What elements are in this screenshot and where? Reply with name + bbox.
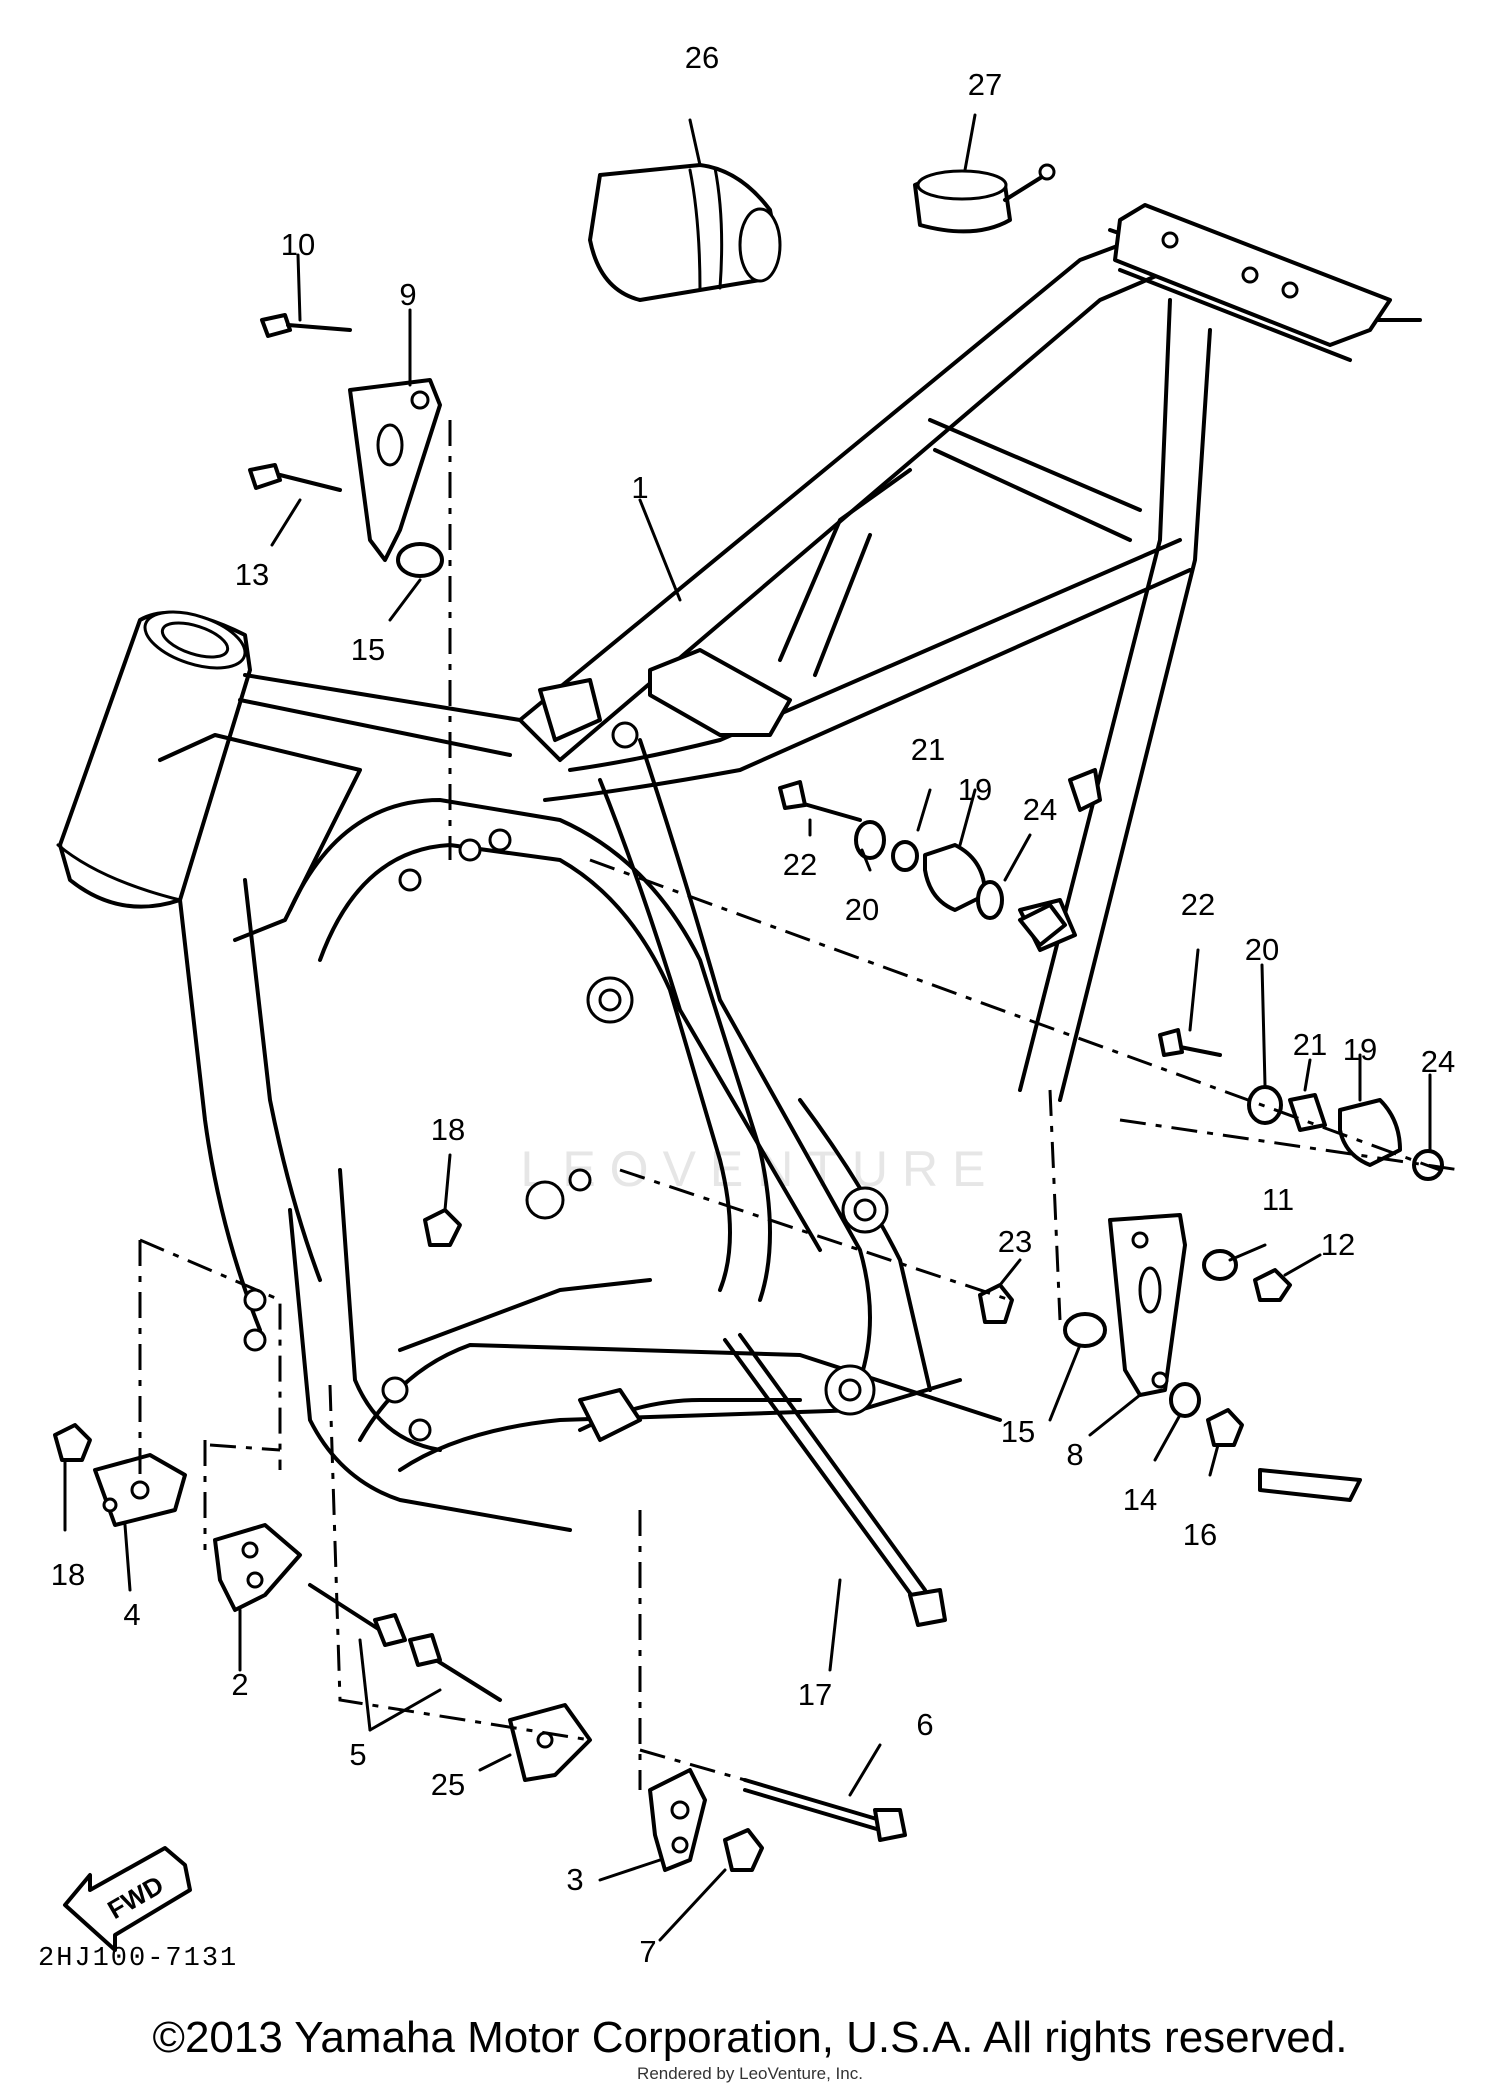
callout-4: 4 [123, 1597, 140, 1632]
nut-part-12 [1253, 1268, 1292, 1302]
callout-labels: 1234567891011121314151516171818191920202… [51, 40, 1455, 1969]
callout-13: 13 [235, 557, 269, 592]
bolts-part-5 [308, 1583, 502, 1702]
callout-18: 18 [431, 1112, 465, 1147]
callout-9: 9 [399, 277, 416, 312]
callout-5: 5 [349, 1737, 366, 1772]
bracket-part-9 [348, 378, 442, 562]
callout-24: 24 [1421, 1044, 1455, 1079]
callout-14: 14 [1123, 1482, 1157, 1517]
callout-25: 25 [431, 1767, 465, 1802]
washer-part-14 [1169, 1382, 1201, 1418]
leoventure-watermark: LEOVENTURE [520, 1141, 1000, 1197]
assembly-lines [138, 420, 1461, 1790]
callout-12: 12 [1321, 1227, 1355, 1262]
copyright-notice: ©2013 Yamaha Motor Corporation, U.S.A. A… [152, 2013, 1348, 2062]
washer-part-15-upper [396, 542, 444, 578]
callout-23: 23 [998, 1224, 1032, 1259]
callout-17: 17 [798, 1677, 832, 1712]
callout-2: 2 [231, 1667, 248, 1702]
callout-19: 19 [1343, 1032, 1377, 1067]
plate-part-25 [508, 1703, 592, 1782]
callout-15: 15 [351, 632, 385, 667]
callout-8: 8 [1066, 1437, 1083, 1472]
callout-6: 6 [916, 1707, 933, 1742]
nut-part-7 [723, 1828, 764, 1872]
callout-16: 16 [1183, 1517, 1217, 1552]
bolt-part-13 [248, 463, 342, 492]
callout-27: 27 [968, 67, 1002, 102]
nut-part-23 [978, 1283, 1014, 1324]
callout-19: 19 [958, 772, 992, 807]
rendered-by-note: Rendered by LeoVenture, Inc. [637, 2064, 863, 2083]
nut-part-16 [1206, 1408, 1244, 1447]
mount-set-upper [778, 780, 1067, 947]
washer-part-15-lower [1063, 1312, 1107, 1348]
bolt-part-6 [743, 1778, 907, 1842]
bolt-part-17 [723, 1333, 947, 1627]
callout-1: 1 [631, 470, 648, 505]
plate-part-2 [213, 1523, 302, 1612]
plate-part-4 [93, 1453, 187, 1527]
battery-band-part-26 [588, 163, 782, 302]
callout-22: 22 [783, 847, 817, 882]
callout-18: 18 [51, 1557, 85, 1592]
callout-7: 7 [639, 1934, 656, 1969]
callout-21: 21 [1293, 1027, 1327, 1062]
callout-10: 10 [281, 227, 315, 262]
fwd-arrow: FWD [63, 1846, 192, 1952]
callout-20: 20 [1245, 932, 1279, 967]
callout-3: 3 [566, 1862, 583, 1897]
plate-part-8 [1108, 1213, 1187, 1397]
bolt-part-10 [260, 313, 352, 338]
nut-part-18-upper [423, 1208, 462, 1247]
callout-21: 21 [911, 732, 945, 767]
callout-24: 24 [1023, 792, 1057, 827]
main-frame [56, 203, 1422, 1532]
washer-part-11 [1202, 1249, 1238, 1281]
callout-15: 15 [1001, 1414, 1035, 1449]
nut-part-18-left [53, 1423, 92, 1462]
bracket-part-3 [648, 1768, 707, 1872]
meter-part-27 [913, 163, 1056, 234]
leader-lines [63, 113, 1432, 1942]
callout-11: 11 [1262, 1182, 1294, 1217]
drawing-number: 2HJ100-7131 [38, 1944, 239, 1974]
callout-22: 22 [1181, 887, 1215, 922]
callout-26: 26 [685, 40, 719, 75]
callout-20: 20 [845, 892, 879, 927]
